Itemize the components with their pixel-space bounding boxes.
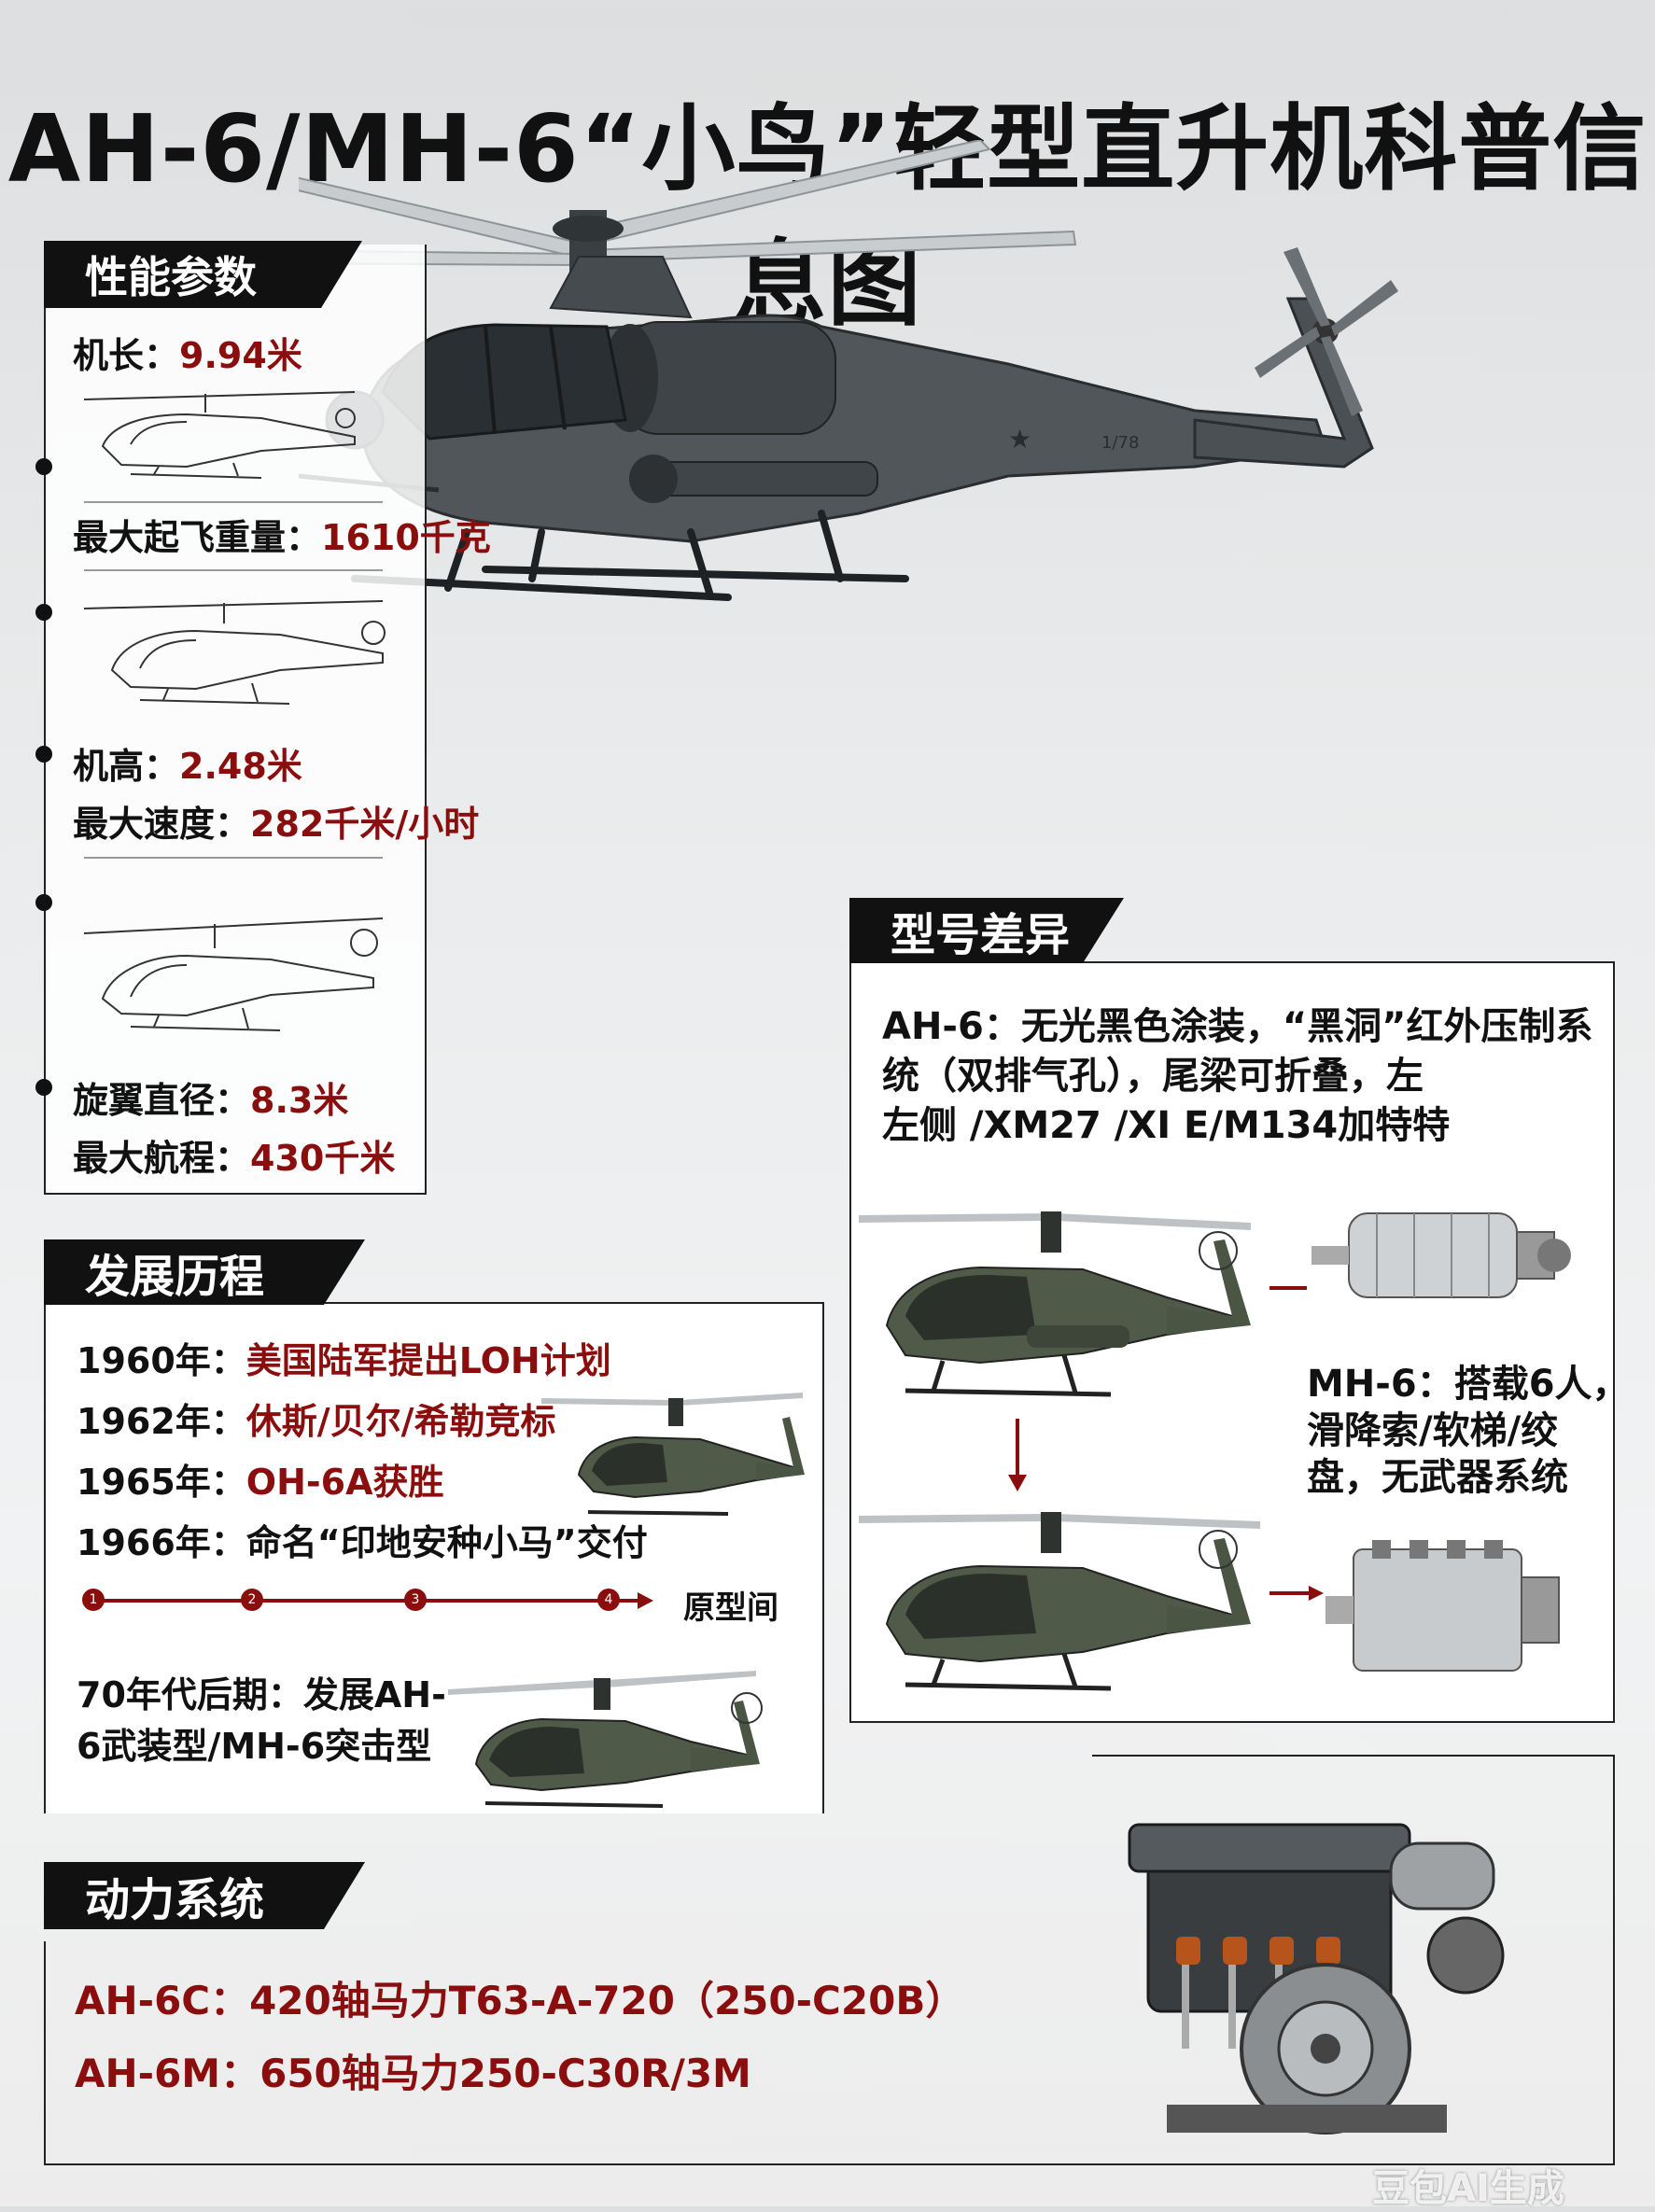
spec-dot: [35, 604, 52, 621]
power-line-ah6m: AH-6M：650轴马力250-C30R/3M: [75, 2051, 751, 2096]
mh6-variant-image: [859, 1512, 1260, 1691]
main-helicopter-image: ★ 1/78: [299, 140, 1398, 601]
history-header-label: 发展历程: [85, 1251, 265, 1303]
spec-height: 机高：2.48米: [73, 746, 302, 787]
history-late-70s-line2: 6武装型/MH-6突击型: [77, 1726, 432, 1767]
line-drawing-helicopter-1: [83, 391, 356, 479]
history-helicopter-image-1: [541, 1393, 805, 1516]
power-panel-frame-left: [44, 1941, 46, 2165]
history-panel-right-border: [822, 1302, 824, 1813]
mh6-description-line3: 盘，无武器系统: [1307, 1456, 1568, 1499]
specs-panel-left-border: [44, 245, 46, 1195]
history-event-1965: 1965年：OH-6A获胜: [77, 1462, 444, 1503]
engine-image-1: [1311, 1212, 1571, 1298]
line-drawing-helicopter-3: [83, 917, 384, 1031]
variants-header-label: 型号差异: [891, 909, 1071, 961]
power-header: 动力系统: [44, 1862, 365, 1929]
history-timeline: [93, 1592, 653, 1609]
spec-dot: [35, 894, 52, 911]
timeline-node-1: 1: [82, 1589, 105, 1611]
mh6-description-line2: 滑降索/软梯/绞: [1307, 1409, 1559, 1452]
history-panel-top-border: [44, 1302, 824, 1304]
spec-rotor-diameter: 旋翼直径：8.3米: [73, 1080, 349, 1121]
ah6-variant-image: [859, 1211, 1251, 1397]
specs-header: 性能参数: [44, 241, 362, 308]
engine-image-large: [1128, 1823, 1505, 2135]
history-event-1960: 1960年：美国陆军提出LOH计划: [77, 1340, 611, 1381]
power-header-label: 动力系统: [85, 1874, 265, 1926]
ah6-description-line1: AH-6：无光黑色涂装，“黑洞”红外压制系: [882, 1005, 1593, 1048]
power-panel-frame-bottom: [44, 2163, 1615, 2165]
svg-text:1/78: 1/78: [1101, 433, 1139, 453]
ah6-description-line3: 左侧 /XM27 /XI E/M134加特特: [882, 1104, 1451, 1147]
spec-max-speed: 最大速度：282千米/小时: [73, 804, 480, 845]
spec-divider: [84, 857, 383, 859]
line-drawing-helicopter-2: [83, 600, 386, 705]
specs-panel-right-border: [425, 245, 427, 1195]
engine-image-2: [1325, 1540, 1560, 1672]
timeline-node-3: 3: [404, 1589, 427, 1611]
spec-divider: [84, 569, 383, 571]
history-event-1962: 1962年：休斯/贝尔/希勒竞标: [77, 1401, 556, 1442]
history-event-1966: 1966年：命名“印地安种小马”交付: [77, 1522, 648, 1563]
variants-header: 型号差异: [849, 898, 1124, 963]
variant-arrow-down: [1008, 1419, 1027, 1491]
specs-header-label: 性能参数: [85, 252, 257, 302]
history-helicopter-image-2: [448, 1671, 763, 1808]
power-panel-frame: [1092, 1755, 1615, 1757]
power-line-ah6c: AH-6C：420轴马力T63-A-720（250-C20B）: [75, 1978, 965, 2023]
history-panel-left-border: [44, 1302, 46, 1813]
spec-dot: [35, 746, 52, 763]
spec-max-range: 最大航程：430千米: [73, 1138, 396, 1179]
specs-panel: [44, 245, 427, 1195]
spec-divider: [84, 501, 383, 503]
ah6-description-line2: 统（双排气孔），尾梁可折叠，左: [882, 1055, 1424, 1098]
spec-dot: [35, 1079, 52, 1096]
variant-arrow-right-1: [1269, 1286, 1307, 1290]
watermark: 豆包AI生成: [1372, 2167, 1564, 2210]
svg-text:★: ★: [1008, 424, 1031, 455]
spec-dot: [35, 458, 52, 475]
history-panel: [44, 1302, 824, 1813]
timeline-node-2: 2: [241, 1589, 263, 1611]
power-panel-frame-right: [1613, 1755, 1615, 2165]
history-late-70s-line1: 70年代后期：发展AH-: [77, 1674, 446, 1715]
spec-length: 机长：9.94米: [73, 335, 302, 376]
specs-panel-bottom-border: [44, 1193, 427, 1195]
spec-max-takeoff-weight: 最大起飞重量：1610千克: [73, 517, 491, 558]
timeline-node-4: 4: [597, 1589, 620, 1611]
mh6-description-line1: MH-6：搭载6人，: [1307, 1363, 1630, 1406]
timeline-label: 原型间: [683, 1589, 778, 1627]
variant-arrow-right-2: [1269, 1586, 1324, 1601]
history-header: 发展历程: [44, 1239, 365, 1305]
